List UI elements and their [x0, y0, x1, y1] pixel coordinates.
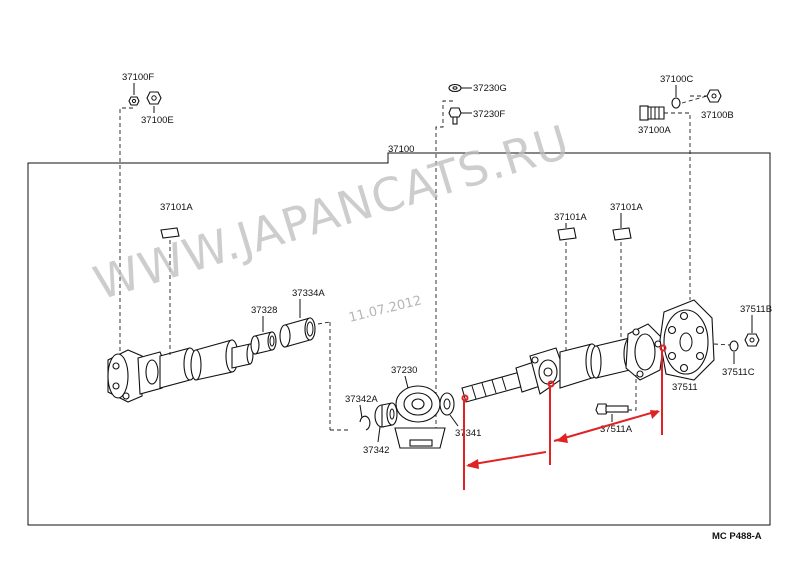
- label-37342a: 37342A: [345, 394, 378, 405]
- nut-37100f: [128, 96, 140, 106]
- label-37100e: 37100E: [141, 115, 174, 126]
- left-shaft-tube: [159, 339, 254, 389]
- flexible-coupling-37511: [659, 299, 715, 381]
- label-37100a-top: 37100A: [638, 125, 671, 136]
- nut-37511b: [744, 333, 760, 347]
- label-37328: 37328: [251, 305, 277, 316]
- label-37230g: 37230G: [473, 83, 507, 94]
- label-37101a-left: 37101A: [160, 202, 193, 213]
- label-37341: 37341: [455, 428, 481, 439]
- bolt-37100a: [639, 105, 665, 121]
- assembly-frame: [27, 152, 771, 526]
- red-measurement-annotation: [461, 344, 667, 490]
- label-37100c: 37100C: [660, 74, 693, 85]
- label-37511a: 37511A: [600, 424, 633, 435]
- label-37100: 37100: [388, 144, 414, 155]
- center-support-bearing-37230: [394, 385, 446, 449]
- washer-37511c: [729, 340, 739, 352]
- dust-cover-37334a: [279, 317, 316, 348]
- label-37101a-mid: 37101A: [554, 212, 587, 223]
- label-37511: 37511: [672, 382, 698, 393]
- washer-37230g: [448, 83, 462, 93]
- label-37100f: 37100F: [122, 72, 154, 83]
- label-37230f: 37230F: [473, 109, 505, 120]
- companion-flange: [625, 323, 665, 381]
- snap-ring-37342a: [359, 415, 371, 431]
- nut-37100e: [146, 91, 162, 105]
- dust-deflector-37341: [439, 392, 455, 416]
- label-37100b: 37100B: [701, 110, 734, 121]
- rear-universal-joint: [529, 347, 567, 395]
- balance-weight-left: [160, 227, 180, 239]
- figure-code: MC P488-A: [712, 531, 762, 542]
- nut-37100b: [706, 89, 722, 103]
- washer-37100c: [671, 97, 681, 109]
- front-universal-joint: [107, 349, 167, 403]
- date-stamp: 11.07.2012: [347, 293, 423, 326]
- sleeve-yoke-37328: [250, 331, 277, 355]
- label-37342: 37342: [363, 445, 389, 456]
- label-37334a: 37334A: [292, 288, 325, 299]
- flange-37342: [374, 402, 398, 428]
- label-37511b: 37511B: [740, 304, 772, 315]
- bolt-37511a: [595, 403, 629, 415]
- balance-weight-mid: [557, 227, 577, 241]
- bolt-37230f: [448, 107, 462, 125]
- balance-weight-right: [612, 227, 632, 241]
- label-37230: 37230: [391, 365, 417, 376]
- label-37511c: 37511C: [722, 367, 755, 378]
- rear-shaft-tube: [559, 337, 637, 389]
- label-37101a-right: 37101A: [610, 202, 643, 213]
